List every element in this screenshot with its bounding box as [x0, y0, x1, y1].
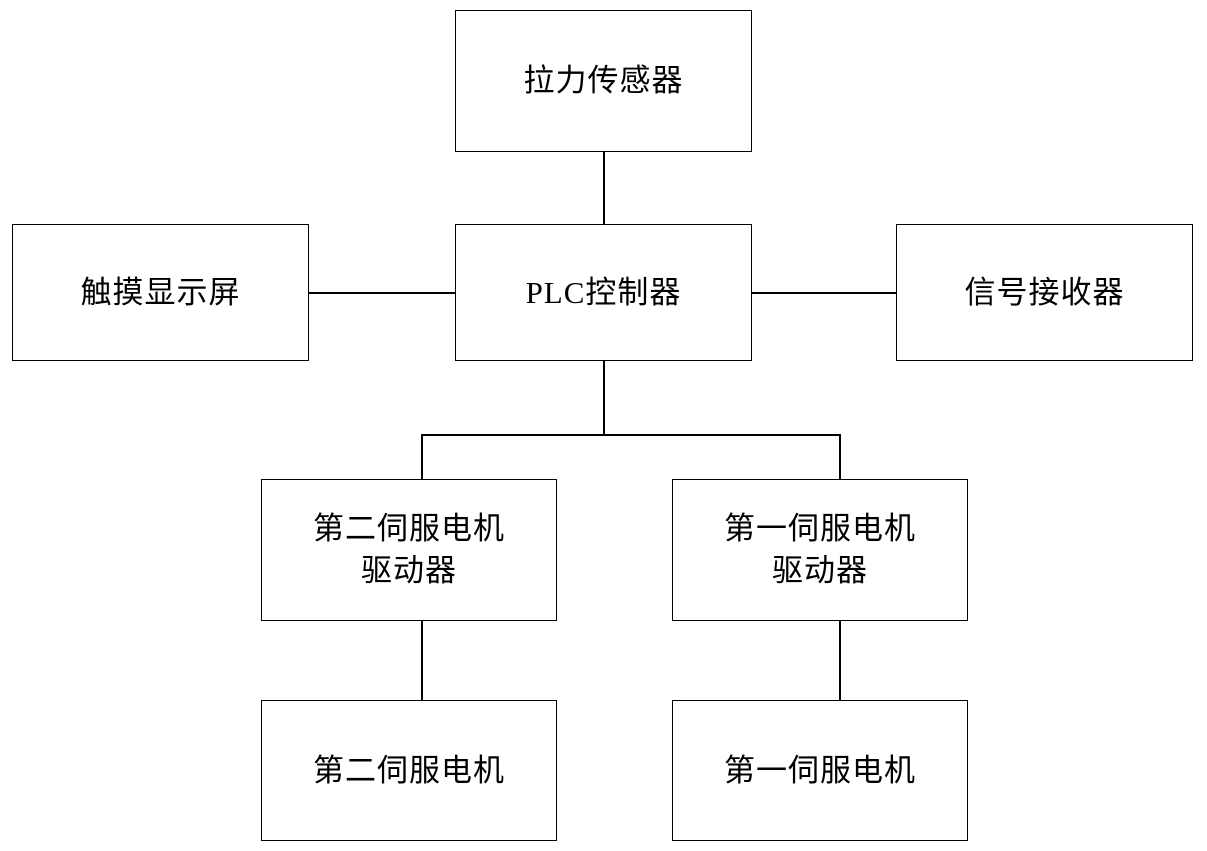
node-second-servo-motor[interactable]: 第二伺服电机 [261, 700, 557, 841]
node-first-servo-motor-label: 第一伺服电机 [724, 752, 916, 788]
connector-first-driver-to-first-motor [839, 621, 841, 700]
node-touch-display-label: 触摸显示屏 [80, 274, 241, 310]
connector-driver-bus [421, 434, 841, 436]
connector-second-driver-to-second-motor [421, 621, 423, 700]
node-signal-receiver[interactable]: 信号接收器 [896, 224, 1193, 361]
node-second-servo-driver-label: 第二伺服电机驱动器 [313, 511, 505, 588]
connector-touch-display-to-plc [309, 292, 455, 294]
node-plc-controller-label: PLC控制器 [525, 274, 682, 310]
connector-plc-to-bus [603, 361, 605, 435]
node-second-servo-driver[interactable]: 第二伺服电机驱动器 [261, 479, 557, 621]
connector-bus-to-second-servo-driver [421, 434, 423, 479]
node-signal-receiver-label: 信号接收器 [964, 274, 1125, 310]
node-second-servo-motor-label: 第二伺服电机 [313, 752, 505, 788]
node-tension-sensor[interactable]: 拉力传感器 [455, 10, 752, 152]
node-first-servo-driver[interactable]: 第一伺服电机驱动器 [672, 479, 968, 621]
node-plc-controller[interactable]: PLC控制器 [455, 224, 752, 361]
node-first-servo-motor[interactable]: 第一伺服电机 [672, 700, 968, 841]
connector-bus-to-first-servo-driver [839, 434, 841, 479]
connector-tension-sensor-to-plc [603, 152, 605, 224]
node-tension-sensor-label: 拉力传感器 [523, 63, 684, 99]
connector-plc-to-signal-receiver [752, 292, 896, 294]
node-first-servo-driver-label: 第一伺服电机驱动器 [724, 511, 916, 588]
node-touch-display[interactable]: 触摸显示屏 [12, 224, 309, 361]
